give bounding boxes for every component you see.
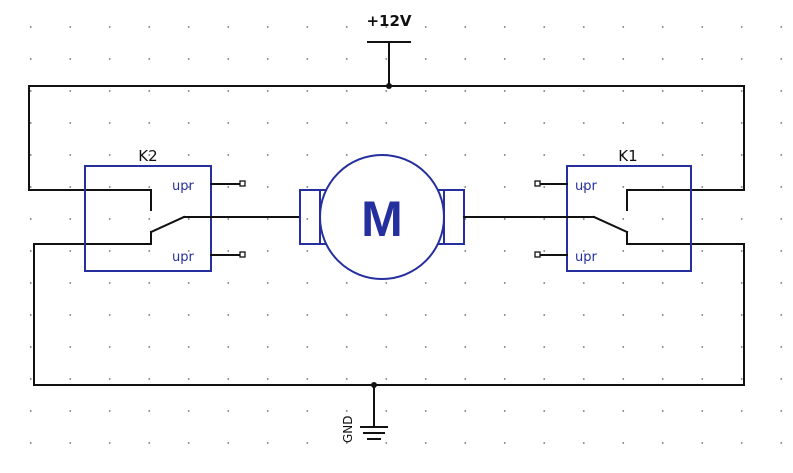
- switch-k1: [463, 189, 629, 245]
- supply-symbol: +12V: [366, 12, 412, 89]
- ground-symbol: GND: [341, 384, 388, 443]
- relay-k1-terminal-bottom: [534, 251, 541, 258]
- relay-k2-terminal-bottom: [239, 251, 246, 258]
- relay-k1-upr-top: upr: [575, 179, 597, 194]
- relay-k2: K2 upr upr: [84, 147, 299, 272]
- top-rail: [28, 85, 745, 191]
- relay-k2-label: K2: [138, 147, 157, 165]
- relay-k2-upr-top: upr: [172, 179, 194, 194]
- motor: M: [299, 154, 465, 280]
- supply-label: +12V: [366, 12, 411, 30]
- relay-k1-terminal-top: [534, 180, 541, 187]
- switch-k2: [149, 189, 299, 245]
- relay-k2-upr-bottom: upr: [172, 250, 194, 265]
- relay-k1-label: K1: [618, 147, 637, 165]
- relay-k2-terminal-top: [239, 180, 246, 187]
- motor-label: M: [361, 191, 403, 247]
- ground-label: GND: [341, 415, 355, 443]
- relay-k1-upr-bottom: upr: [575, 250, 597, 265]
- relay-k1: K1 upr upr: [463, 147, 692, 272]
